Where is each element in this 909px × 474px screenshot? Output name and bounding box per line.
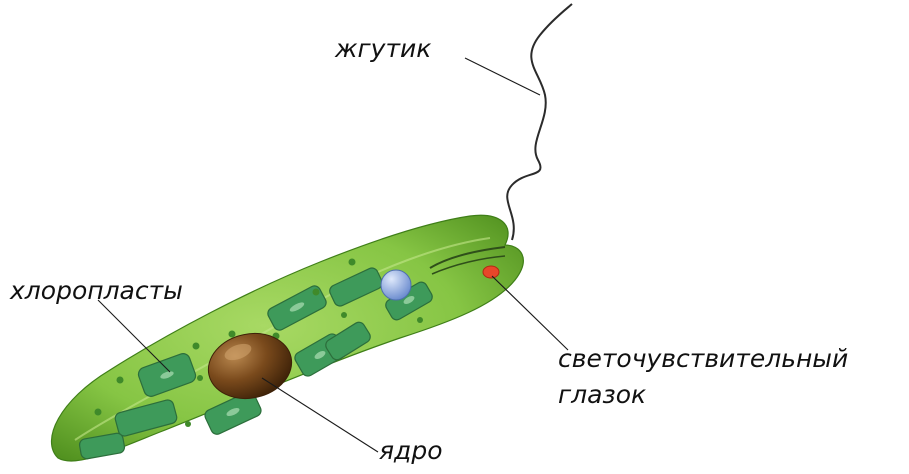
nucleus-label: ядро [379,436,443,465]
eyespot [483,266,499,278]
flagellum-leader [465,58,540,95]
eyespot-leader [492,276,568,350]
eyespot-label-line2: глазок [558,380,646,409]
flagellum-label: жгутик [334,34,431,63]
contractile-vacuole [381,270,411,300]
chloroplasts-label: хлоропласты [9,276,183,305]
flagellum [507,4,572,240]
eyespot-label-line1: светочувствительный [558,344,848,373]
nucleus-leader [262,378,378,452]
